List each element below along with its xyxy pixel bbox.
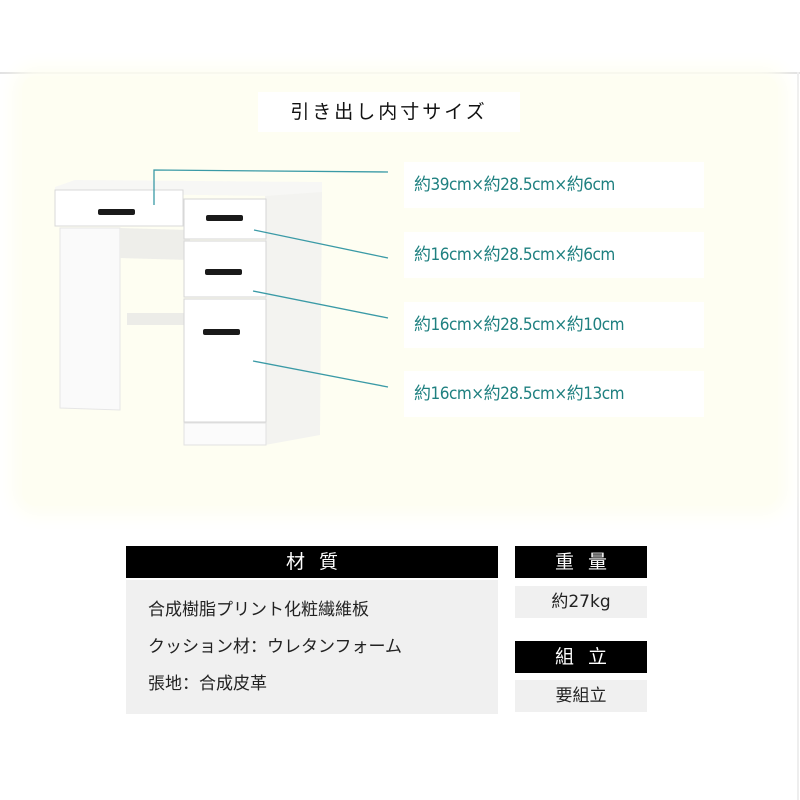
weight-header: 重量	[515, 546, 647, 578]
drawer-size-panel	[22, 76, 778, 506]
material-header: 材質	[126, 546, 498, 578]
right-divider	[797, 72, 799, 800]
top-divider	[0, 72, 800, 74]
weight-value: 約27kg	[515, 586, 647, 618]
drawer-size-3: 約16cm×約28.5cm×約10cm	[404, 302, 704, 348]
handle-icon	[98, 209, 135, 215]
drawer-size-2: 約16cm×約28.5cm×約6cm	[404, 232, 704, 278]
material-body: 合成樹脂プリント化粧繊維板 クッション材：ウレタンフォーム 張地：合成皮革	[126, 580, 498, 714]
assembly-header: 組立	[515, 641, 647, 673]
material-line-2: クッション材：ウレタンフォーム	[148, 637, 402, 657]
desk-illustration	[54, 169, 389, 446]
drawer-size-4: 約16cm×約28.5cm×約13cm	[404, 371, 704, 417]
assembly-value: 要組立	[515, 680, 647, 712]
drawer-size-title: 引き出し内寸サイズ	[258, 92, 520, 132]
drawer-size-1: 約39cm×約28.5cm×約6cm	[404, 162, 704, 208]
material-line-3: 張地：合成皮革	[148, 674, 267, 694]
material-line-1: 合成樹脂プリント化粧繊維板	[148, 600, 369, 620]
